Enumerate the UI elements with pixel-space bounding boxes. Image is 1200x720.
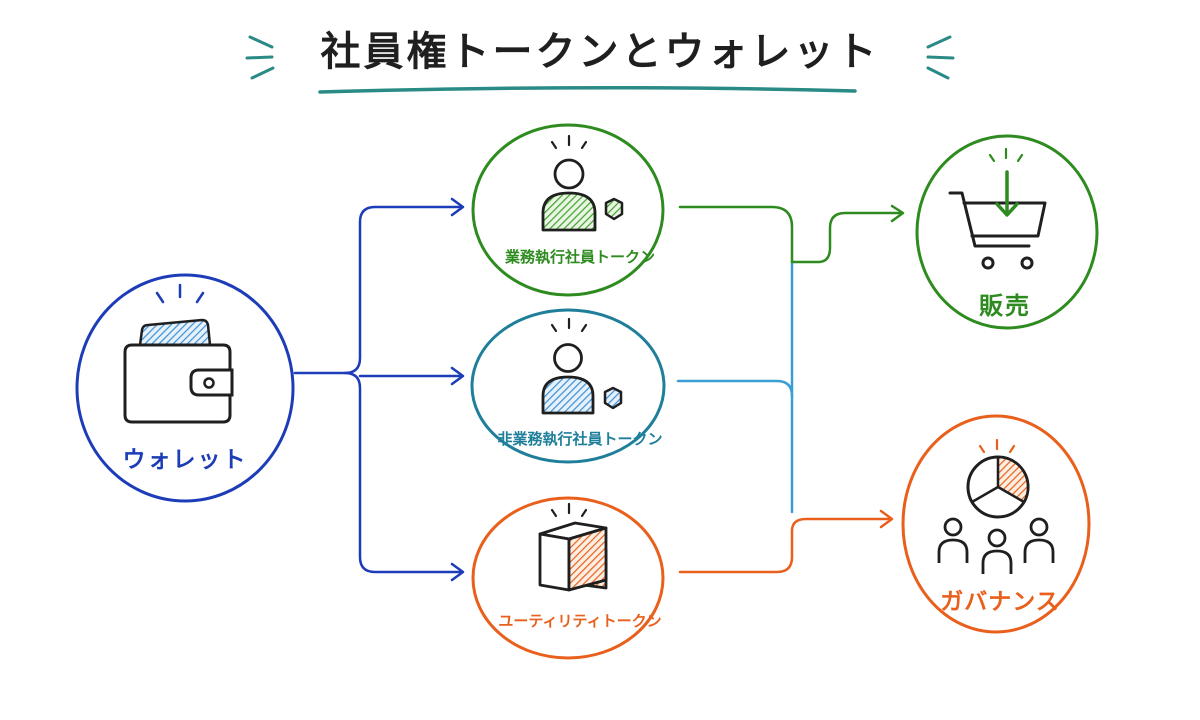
shopping-cart-icon: [948, 191, 1047, 270]
business-token-node: [471, 123, 665, 297]
cube-icon: [538, 521, 608, 592]
sales-sparkle-icon: [988, 147, 1024, 163]
wallet-branch-connectors: [293, 197, 465, 582]
utility-token-label: ユーティリティトークン: [498, 612, 662, 630]
title-sparkle-left-icon: [245, 35, 275, 80]
pie-chart-people-icon: [937, 455, 1055, 574]
business-token-sparkle-icon: [550, 134, 588, 150]
title-sparkle-right-icon: [926, 35, 955, 80]
arrow-down-icon: [995, 170, 1019, 217]
nonbusiness-token-node: [470, 308, 666, 464]
person-with-token-icon: [541, 158, 624, 232]
nonbusiness-token-label: 非業務執行社員トークン: [497, 430, 663, 448]
title-underline: [318, 85, 857, 94]
utility-token-node: [471, 496, 665, 660]
wallet-node: [75, 273, 295, 503]
utility-token-sparkle-icon: [550, 502, 588, 518]
wallet-icon: [123, 318, 234, 424]
wallet-label: ウォレット: [122, 447, 248, 473]
governance-node: [901, 414, 1091, 634]
nonbusiness-token-sparkle-icon: [550, 317, 588, 333]
business-token-label: 業務執行社員トークン: [504, 248, 655, 266]
person-with-token-icon: [541, 343, 623, 415]
sales-node: [915, 134, 1099, 330]
wallet-sparkle-icon: [155, 283, 205, 304]
sales-label: 販売: [979, 292, 1031, 320]
governance-sparkle-icon: [978, 438, 1016, 454]
token-outcome-connectors: [676, 204, 905, 574]
page-title: 社員権トークンとウォレット: [320, 29, 880, 75]
governance-label: ガバナンス: [940, 589, 1060, 615]
